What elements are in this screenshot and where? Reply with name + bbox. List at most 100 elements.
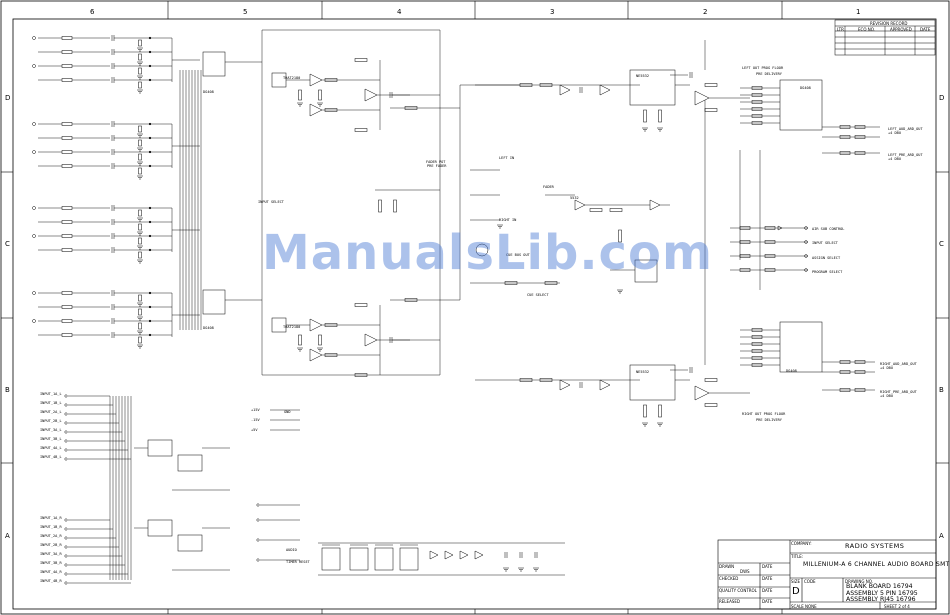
zone-row-a-right: A: [939, 532, 944, 540]
opamp-icon: [599, 379, 611, 391]
revision-title: REVISION RECORD: [870, 21, 908, 26]
resistor-icon: [61, 150, 73, 154]
resistor-icon: [764, 226, 776, 230]
ic-chip-icon: [399, 547, 419, 571]
junction-dot: [148, 248, 152, 252]
resistor-icon: [751, 121, 763, 125]
pgm-out-2-level: +4 DBU: [888, 157, 901, 161]
resistor-icon: [751, 100, 763, 104]
resistor-icon: [324, 353, 338, 357]
qc-date-label: DATE: [762, 588, 773, 593]
resistor-icon: [764, 254, 776, 258]
resistor-icon: [519, 378, 533, 382]
input-pin-icon: [64, 394, 68, 398]
resistor-icon: [354, 128, 368, 132]
connector-pin-icon: [32, 150, 36, 154]
opamp-icon: [559, 379, 571, 391]
zone-row-b-left: B: [5, 386, 10, 394]
supply-plus15: +15V: [251, 408, 260, 412]
supply-plus5: +5V: [251, 428, 258, 432]
resistor-icon: [739, 268, 751, 272]
resistor-icon: [393, 199, 397, 213]
resistor-icon: [138, 336, 142, 344]
resistor-icon: [61, 122, 73, 126]
ic-chip-icon: [779, 321, 823, 373]
zone-col-5: 5: [243, 8, 248, 16]
resistor-icon: [704, 378, 718, 382]
resistor-icon: [704, 108, 718, 112]
resistor-icon: [519, 83, 533, 87]
input-pin-icon: [64, 412, 68, 416]
resistor-icon: [544, 281, 558, 285]
resistor-icon: [658, 404, 662, 418]
vca-upper-name: THAT2180: [283, 76, 301, 80]
input-pin-icon: [64, 545, 68, 549]
company-label: COMPANY:: [791, 541, 812, 546]
input-label: INPUT_1A_L: [40, 392, 62, 396]
sheet-number: SHEET 2 of 4: [884, 604, 910, 609]
led-icon: [777, 225, 783, 231]
revision-header-eco: ECO NO.: [858, 27, 875, 32]
ic-chip-icon: [779, 79, 823, 131]
resistor-icon: [138, 39, 142, 47]
input-pin-icon: [64, 421, 68, 425]
resistor-icon: [854, 135, 866, 139]
resistor-icon: [643, 109, 647, 123]
resistor-icon: [618, 229, 622, 243]
zone-row-d-right: D: [939, 94, 945, 102]
connector-pin-icon: [32, 234, 36, 238]
zone-col-1: 1: [856, 8, 861, 16]
resistor-icon: [354, 373, 368, 377]
opamp-icon: [574, 199, 586, 211]
junction-dot: [148, 136, 152, 140]
opamp-icon: [309, 348, 323, 362]
input-pin-icon: [64, 457, 68, 461]
junction-dot: [148, 122, 152, 126]
cue-select-label: CUE SELECT: [527, 293, 549, 297]
drawing-title: MILLENIUM-A 6 CHANNEL AUDIO BOARD SMT: [803, 561, 950, 568]
resistor-icon: [61, 220, 73, 224]
connector-pin-icon: [32, 291, 36, 295]
input-label: INPUT_2B_R: [40, 543, 62, 547]
resistor-icon: [138, 125, 142, 133]
input-pin-icon: [64, 572, 68, 576]
input-label: INPUT_3B_L: [40, 437, 62, 441]
resistor-icon: [61, 333, 73, 337]
pgm-out-3: RIGHT_AUD_ARD_OUT: [880, 362, 917, 366]
junction-dot: [148, 319, 152, 323]
resistor-icon: [739, 226, 751, 230]
junction-dot: [148, 64, 152, 68]
input-pin-icon: [64, 439, 68, 443]
input-pin-icon: [64, 563, 68, 567]
input-pin-icon: [64, 554, 68, 558]
left-in-label: LEFT IN: [499, 156, 515, 160]
control-program-select: PROGRAM SELECT: [812, 270, 843, 274]
resistor-icon: [298, 89, 302, 101]
resistor-icon: [61, 64, 73, 68]
schematic-wiring: [38, 29, 880, 584]
resistor-icon: [61, 136, 73, 140]
checked-date-label: DATE: [762, 576, 773, 581]
opamp-icon: [429, 550, 439, 560]
right-out-label: RIGHT OUT PROG FLOOR: [742, 412, 786, 416]
title-label: TITLE:: [791, 554, 804, 559]
resistor-icon: [504, 281, 518, 285]
junction-dot: [148, 36, 152, 40]
resistor-icon: [138, 308, 142, 316]
resistor-icon: [138, 81, 142, 89]
resistor-icon: [138, 209, 142, 217]
pgm-out-1-level: +4 DBU: [888, 131, 901, 135]
opamp-icon: [559, 84, 571, 96]
input-label: INPUT_4A_L: [40, 446, 62, 450]
left-pre-delivery-label: PRE DELIVERY: [756, 72, 782, 76]
resistor-icon: [61, 206, 73, 210]
input-label: INPUT_3A_R: [40, 552, 62, 556]
resistor-icon: [751, 335, 763, 339]
resistor-icon: [751, 114, 763, 118]
junction-dot: [148, 50, 152, 54]
revision-header-ltr: LTR: [837, 27, 844, 32]
connector-pin-icon: [32, 36, 36, 40]
drawn-label: DRAWN: [719, 564, 735, 569]
resistor-icon: [854, 360, 866, 364]
